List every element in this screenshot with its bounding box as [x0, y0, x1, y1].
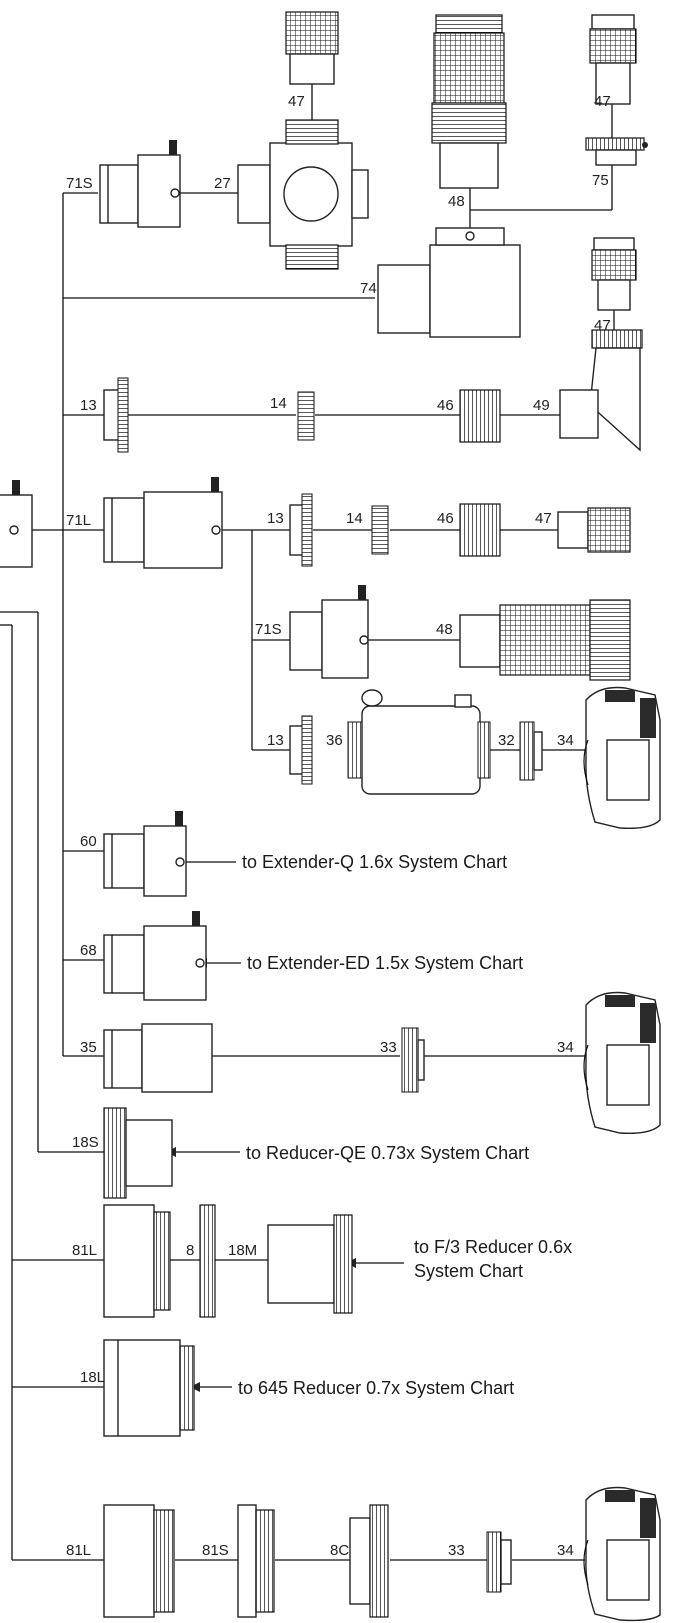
label-48: 48 [436, 621, 453, 638]
label-34: 34 [557, 1039, 574, 1056]
part-60-adapter [104, 811, 186, 896]
label-46: 46 [437, 510, 454, 527]
part-18L-adapter [104, 1340, 194, 1436]
link-645-reducer-chart[interactable]: to 645 Reducer 0.7x System Chart [238, 1378, 514, 1398]
part-47-eyepiece [590, 15, 636, 104]
part-35-adapter [104, 1024, 212, 1092]
label-68: 68 [80, 942, 97, 959]
link-f3-reducer-chart-line2[interactable]: System Chart [414, 1261, 523, 1281]
label-71S: 71S [66, 175, 93, 192]
part-13-adapter [290, 494, 312, 566]
label-71L: 71L [66, 512, 91, 529]
label-18L: 18L [80, 1369, 105, 1386]
part-34-camera [584, 993, 660, 1134]
part-46-adapter [460, 390, 500, 442]
label-75: 75 [592, 172, 609, 189]
part-14-spacer [298, 392, 314, 440]
part-left-adapter-stub [0, 480, 32, 567]
part-81S-extension [238, 1505, 274, 1617]
part-48-eyepiece [460, 600, 630, 680]
label-18S: 18S [72, 1134, 99, 1151]
part-48-eyepiece [432, 15, 506, 188]
label-27: 27 [214, 175, 231, 192]
label-13: 13 [80, 397, 97, 414]
part-81L-extension [104, 1205, 170, 1317]
label-36: 36 [326, 732, 343, 749]
label-46: 46 [437, 397, 454, 414]
label-14: 14 [346, 510, 363, 527]
part-46-adapter [460, 504, 500, 556]
label-81S: 81S [202, 1542, 229, 1559]
link-reducer-qe-chart[interactable]: to Reducer-QE 0.73x System Chart [246, 1143, 529, 1163]
part-18S-adapter [104, 1108, 172, 1198]
part-34-camera [584, 1488, 660, 1621]
label-35: 35 [80, 1039, 97, 1056]
part-14-spacer [372, 506, 388, 554]
link-extender-q-chart[interactable]: to Extender-Q 1.6x System Chart [242, 852, 507, 872]
label-49: 49 [533, 397, 550, 414]
part-74-diagonal [378, 228, 520, 337]
label-47: 47 [535, 510, 552, 527]
part-47-eyepiece [558, 508, 630, 552]
part-18M-adapter [268, 1215, 352, 1313]
label-48: 48 [448, 193, 465, 210]
part-47-eyepiece [286, 12, 338, 84]
part-32-t-ring [520, 722, 542, 780]
link-extender-ed-chart[interactable]: to Extender-ED 1.5x System Chart [247, 953, 523, 973]
connector-lines [0, 84, 614, 1560]
label-81L: 81L [66, 1542, 91, 1559]
part-13-adapter [104, 378, 128, 452]
part-71S-adapter [290, 585, 368, 678]
part-47-eyepiece [592, 238, 636, 310]
destination-labels: to Extender-Q 1.6x System Chart to Exten… [238, 852, 572, 1398]
part-68-adapter [104, 911, 206, 1000]
label-14: 14 [270, 395, 287, 412]
part-8-adapter [200, 1205, 215, 1317]
label-47: 47 [594, 317, 611, 334]
label-71S: 71S [255, 621, 282, 638]
label-33: 33 [448, 1542, 465, 1559]
label-13: 13 [267, 510, 284, 527]
part-36-camera-adapter [348, 690, 490, 794]
label-34: 34 [557, 1542, 574, 1559]
part-13-adapter [290, 716, 312, 784]
label-33: 33 [380, 1039, 397, 1056]
part-71L-adapter [104, 477, 222, 568]
part-75-adapter [586, 138, 648, 165]
part-33-t-ring [402, 1028, 424, 1092]
part-71S-adapter [100, 140, 180, 227]
part-81L-extension [104, 1505, 174, 1617]
label-74: 74 [360, 280, 377, 297]
part-49-star-diagonal [560, 330, 642, 450]
label-32: 32 [498, 732, 515, 749]
part-33-t-ring [487, 1532, 511, 1592]
label-8C: 8C [330, 1542, 349, 1559]
label-18M: 18M [228, 1242, 257, 1259]
label-34: 34 [557, 732, 574, 749]
label-81L: 81L [72, 1242, 97, 1259]
link-f3-reducer-chart-line1[interactable]: to F/3 Reducer 0.6x [414, 1237, 572, 1257]
label-8: 8 [186, 1242, 194, 1259]
label-60: 60 [80, 833, 97, 850]
label-47: 47 [594, 93, 611, 110]
part-34-camera [584, 688, 660, 829]
label-47: 47 [288, 93, 305, 110]
part-27-flip-mirror [238, 120, 368, 269]
part-8C-adapter [350, 1505, 388, 1617]
label-13: 13 [267, 732, 284, 749]
